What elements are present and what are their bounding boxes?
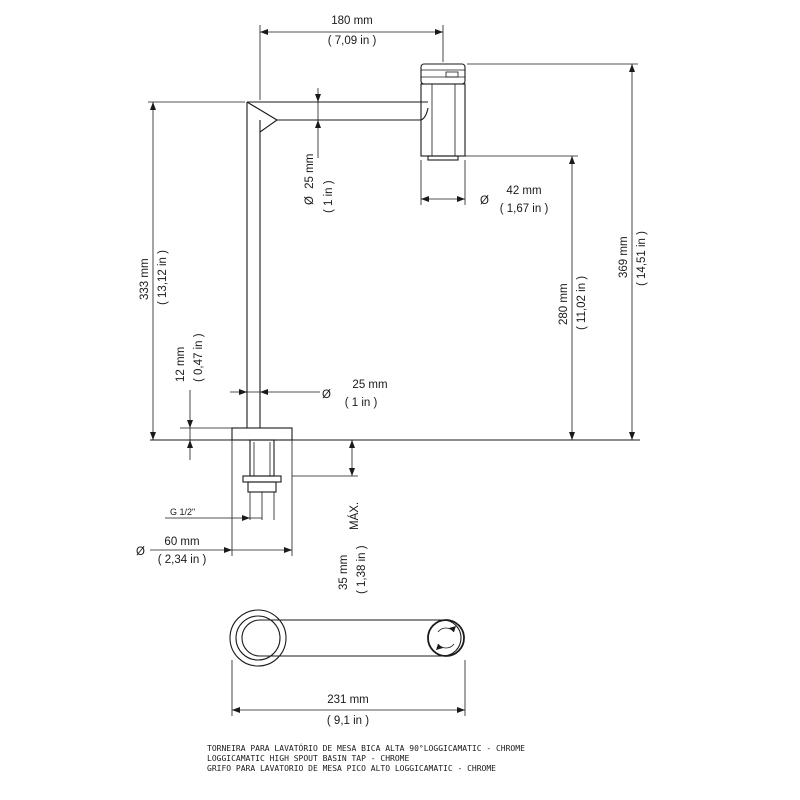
dim-top-width: 180 mm ( 7,09 in ) — [259, 15, 444, 100]
faucet-top-view — [229, 609, 465, 667]
dim-top-view-length-mm: 231 mm — [327, 694, 369, 706]
dim-body-diameter-in: ( 1 in ) — [345, 397, 378, 409]
dim-total-height-left-mm: 333 mm — [139, 258, 151, 300]
svg-text:Ø: Ø — [480, 195, 489, 207]
dim-base-diameter-mm: 60 mm — [164, 536, 199, 548]
svg-text:Ø: Ø — [136, 546, 145, 558]
dim-top-view-length: 231 mm ( 9,1 in ) — [231, 660, 466, 727]
dim-top-width-mm: 180 mm — [331, 15, 373, 27]
svg-text:Ø 25 mm: Ø 25 mm — [304, 154, 316, 205]
dim-thread: G 1/2" — [165, 507, 262, 521]
dim-base-diameter-symbol: Ø — [136, 546, 145, 558]
dim-body-diameter: Ø 25 mm ( 1 in ) — [230, 379, 388, 409]
dim-base-ring-height-in: ( 0,47 in ) — [193, 333, 205, 382]
dim-total-height-right-in: ( 14,51 in ) — [636, 231, 648, 286]
dim-spout-outlet-height-mm: 280 mm — [558, 283, 570, 325]
dim-thread-label: G 1/2" — [170, 507, 195, 517]
dim-base-diameter-in: ( 2,34 in ) — [158, 554, 207, 566]
dim-top-view-length-in: ( 9,1 in ) — [327, 715, 369, 727]
dim-head-diameter: Ø 42 mm ( 1,67 in ) — [420, 160, 549, 215]
dim-total-height-right-mm: 369 mm — [618, 236, 630, 278]
dim-body-diameter-symbol: Ø — [322, 389, 331, 401]
dim-spout-diameter-symbol: Ø — [304, 196, 316, 205]
dim-base-ring-height: 12 mm ( 0,47 in ) — [175, 333, 232, 460]
caption: TORNEIRA PARA LAVATÓRIO DE MESA BICA ALT… — [207, 742, 525, 773]
dim-max-counter-thickness-note: MÁX. — [348, 502, 361, 530]
caption-line-en: LOGGICAMATIC HIGH SPOUT BASIN TAP - CHRO… — [207, 754, 409, 763]
dim-head-diameter-symbol: Ø — [480, 195, 489, 207]
dim-spout-outlet-height-in: ( 11,02 in ) — [576, 276, 588, 330]
dim-spout-diameter-mm: 25 mm — [304, 154, 316, 189]
dim-body-diameter-mm: 25 mm — [352, 379, 387, 391]
dim-base-diameter: Ø 60 mm ( 2,34 in ) — [136, 440, 293, 566]
dim-head-diameter-in: ( 1,67 in ) — [500, 203, 549, 215]
dim-head-diameter-mm: 42 mm — [506, 185, 541, 197]
svg-text:Ø: Ø — [322, 389, 331, 401]
dim-total-height-left: 333 mm ( 13,12 in ) — [139, 101, 245, 440]
dim-base-ring-height-mm: 12 mm — [175, 347, 187, 382]
dim-total-height-right: 369 mm ( 14,51 in ) — [467, 63, 648, 440]
dim-top-width-in: ( 7,09 in ) — [328, 35, 377, 47]
dim-spout-diameter: Ø 25 mm ( 1 in ) — [304, 88, 335, 213]
faucet-side-view — [231, 63, 466, 520]
caption-line-pt: TORNEIRA PARA LAVATÓRIO DE MESA BICA ALT… — [207, 742, 525, 753]
dim-spout-diameter-in: ( 1 in ) — [323, 180, 335, 213]
dim-max-counter-thickness: 35 mm MÁX. ( 1,38 in ) — [292, 440, 368, 594]
dim-max-counter-thickness-in: ( 1,38 in ) — [356, 545, 368, 594]
caption-line-es: GRIFO PARA LAVATORIO DE MESA PICO ALTO L… — [207, 764, 496, 773]
dim-spout-outlet-height: 280 mm ( 11,02 in ) — [458, 155, 588, 440]
dim-total-height-left-in: ( 13,12 in ) — [157, 250, 169, 305]
dim-max-counter-thickness-mm: 35 mm — [338, 555, 350, 590]
